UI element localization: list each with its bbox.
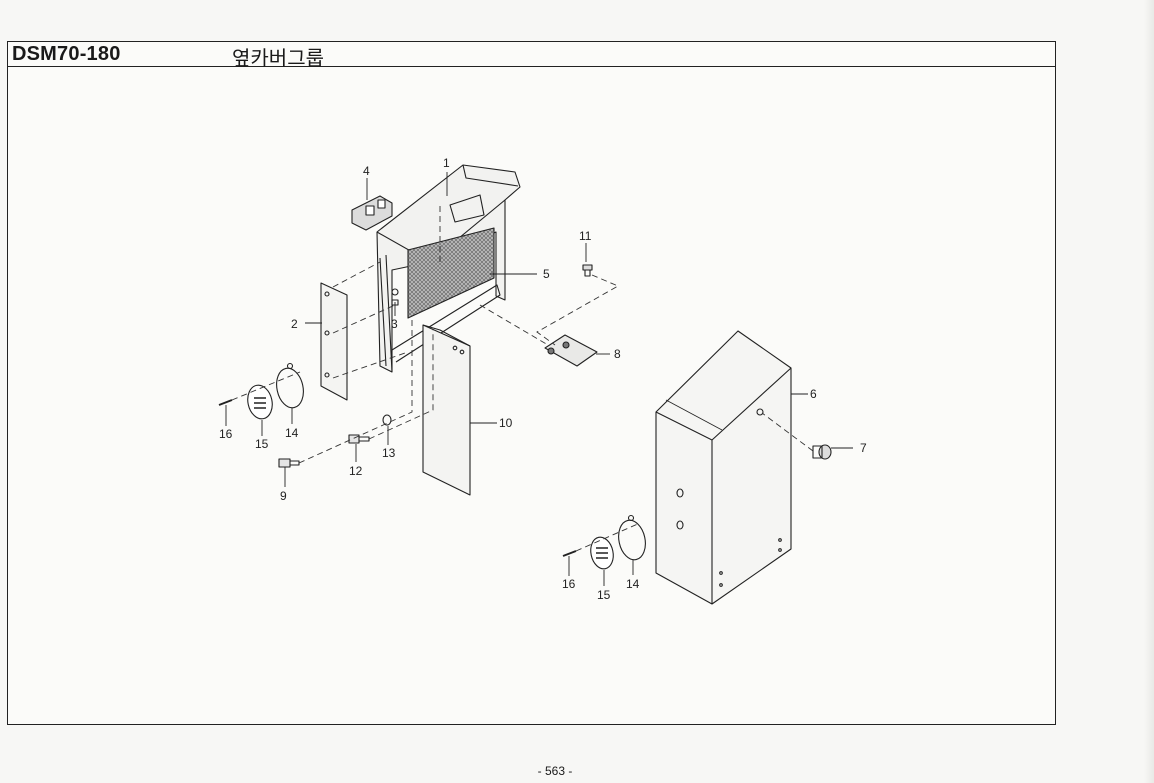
part-14-gasket-upper: [276, 362, 304, 409]
leader-lines: [225, 172, 853, 586]
scan-edge: [1144, 0, 1154, 783]
page-number: - 563 -: [537, 764, 573, 778]
callout-4: 4: [363, 164, 370, 178]
part-1-housing: [376, 164, 521, 373]
part-14-gasket-lower: [618, 514, 646, 561]
part-2-plate: [320, 282, 348, 401]
assembly-lines: [231, 205, 814, 552]
group-title: 옆카버그룹: [232, 46, 324, 70]
callout-14-upper: 14: [285, 426, 299, 440]
part-11-screw: [582, 264, 593, 277]
part-8-bracket: [544, 334, 598, 367]
callouts: 1 2 3 4 5 6 7 8 9 10 11 12 13 14 15 16 1…: [219, 156, 867, 602]
part-10-sheet: [422, 324, 471, 496]
callout-8: 8: [614, 347, 621, 361]
part-5-mesh-filter: [407, 227, 495, 319]
callout-12: 12: [349, 464, 363, 478]
callout-1: 1: [443, 156, 450, 170]
part-4-switch: [351, 195, 393, 231]
part-7-knob: [812, 444, 832, 460]
callout-15-upper: 15: [255, 437, 269, 451]
callout-7: 7: [860, 441, 867, 455]
callout-10: 10: [499, 416, 513, 430]
part-15-meter-upper: [247, 384, 273, 420]
title-bar: DSM70-180 옆카버그룹: [8, 42, 1055, 70]
callout-14-lower: 14: [626, 577, 640, 591]
callout-9: 9: [280, 489, 287, 503]
part-3-screw: [391, 288, 399, 306]
part-16-screw-upper: [218, 399, 233, 406]
part-16-screw-lower: [562, 550, 577, 557]
callout-3: 3: [391, 317, 398, 331]
part-9-bolt: [278, 458, 300, 468]
callout-15-lower: 15: [597, 588, 611, 602]
callout-13: 13: [382, 446, 396, 460]
drawing-frame: DSM70-180 옆카버그룹: [7, 41, 1056, 725]
callout-2: 2: [291, 317, 298, 331]
callout-16-lower: 16: [562, 577, 576, 591]
callout-16-upper: 16: [219, 427, 233, 441]
callout-11: 11: [579, 229, 592, 243]
callout-5: 5: [543, 267, 550, 281]
part-13-washer: [382, 414, 392, 426]
part-15-meter-lower: [590, 536, 614, 570]
callout-6: 6: [810, 387, 817, 401]
part-6-side-cover: [655, 330, 792, 605]
model-code: DSM70-180: [12, 43, 121, 65]
